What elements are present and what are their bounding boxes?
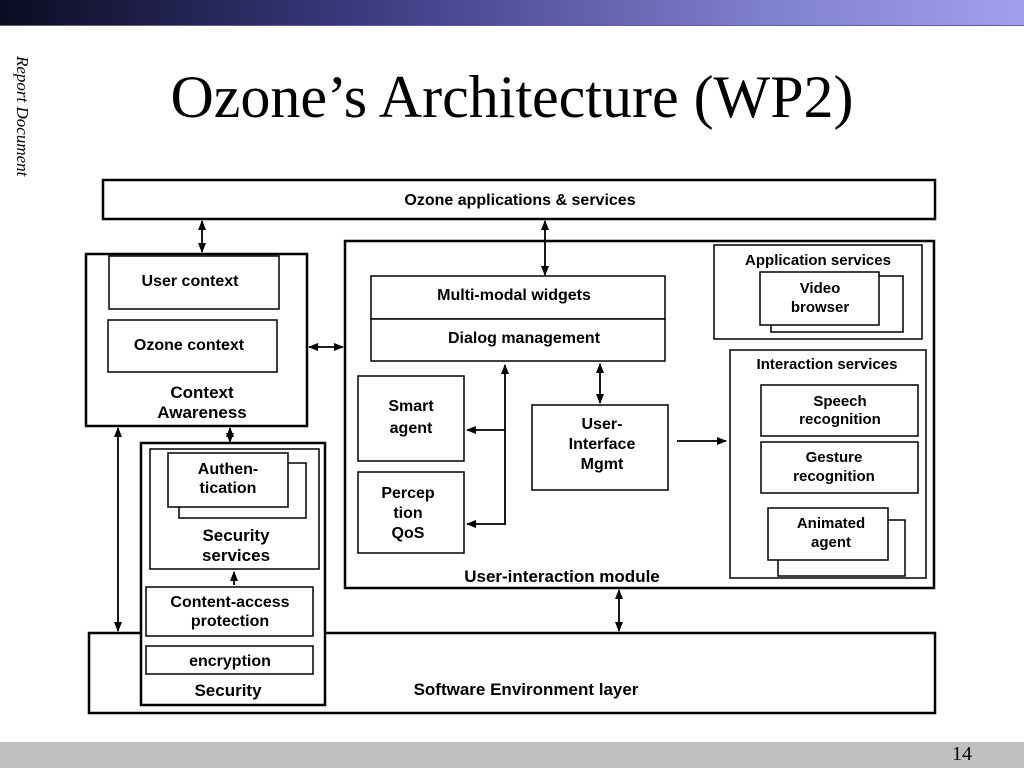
animated-agent-label-2: agent <box>811 534 851 551</box>
ui-mgmt-box <box>531 404 669 491</box>
interaction-services-label: Interaction services <box>757 356 898 373</box>
top-gradient-bar <box>0 0 1024 26</box>
ozone-context-box <box>107 319 278 373</box>
ui-mgmt-label-2: Interface <box>569 436 636 453</box>
gesture-recognition-label-1: Gesture <box>806 449 863 466</box>
video-browser-box <box>759 271 880 326</box>
ozone-context-label: Ozone context <box>134 337 245 354</box>
bottom-bar <box>0 742 1024 768</box>
video-browser-label-2: browser <box>791 299 850 316</box>
smart-agent-label-2: agent <box>390 420 433 437</box>
ui-mgmt-label-3: Mgmt <box>581 456 624 473</box>
content-access-label-1: Content-access <box>170 594 289 611</box>
apps-services-label: Ozone applications & services <box>404 192 635 209</box>
speech-recognition-box <box>760 384 919 437</box>
side-label: Report Document <box>13 56 32 177</box>
app-services-label: Application services <box>745 252 891 269</box>
dialog-management-label: Dialog management <box>448 330 601 347</box>
architecture-diagram: Ozone applications & services User conte… <box>84 178 937 715</box>
content-access-label-2: protection <box>191 613 269 630</box>
authentication-label-1: Authen- <box>198 461 258 478</box>
slide-title: Ozone’s Architecture (WP2) <box>170 64 854 130</box>
animated-agent-box <box>767 507 889 561</box>
perception-box <box>357 471 465 554</box>
page-number: 14 <box>952 743 972 765</box>
ui-module-label: User-interaction module <box>464 567 660 586</box>
multimodal-widgets-label: Multi-modal widgets <box>437 287 591 304</box>
perception-label-3: QoS <box>392 525 425 542</box>
dialog-management-box <box>370 318 666 362</box>
smart-agent-box <box>357 375 465 462</box>
context-awareness-label-1: Context <box>170 383 234 402</box>
speech-recognition-label-1: Speech <box>813 393 866 410</box>
encryption-box <box>145 645 314 675</box>
security-services-label-2: services <box>202 546 270 565</box>
authentication-box <box>167 452 289 508</box>
encryption-label: encryption <box>189 653 271 670</box>
authentication-label-2: tication <box>200 480 257 497</box>
user-context-box <box>108 255 280 310</box>
gesture-recognition-label-2: recognition <box>793 468 875 485</box>
software-env-label: Software Environment layer <box>414 680 639 699</box>
video-browser-label-1: Video <box>800 280 841 297</box>
context-awareness-label-2: Awareness <box>157 403 246 422</box>
ui-mgmt-label-1: User- <box>582 416 623 433</box>
apps-services-box <box>101 178 937 221</box>
security-services-label-1: Security <box>202 526 270 545</box>
animated-agent-label-1: Animated <box>797 515 865 532</box>
speech-recognition-label-2: recognition <box>799 411 881 428</box>
gesture-recognition-box <box>760 441 919 494</box>
user-context-label: User context <box>142 273 240 290</box>
security-label: Security <box>194 681 262 700</box>
smart-agent-label-1: Smart <box>388 398 434 415</box>
content-access-box <box>145 586 314 637</box>
perception-label-1: Percep <box>381 485 435 502</box>
perception-label-2: tion <box>393 505 422 522</box>
